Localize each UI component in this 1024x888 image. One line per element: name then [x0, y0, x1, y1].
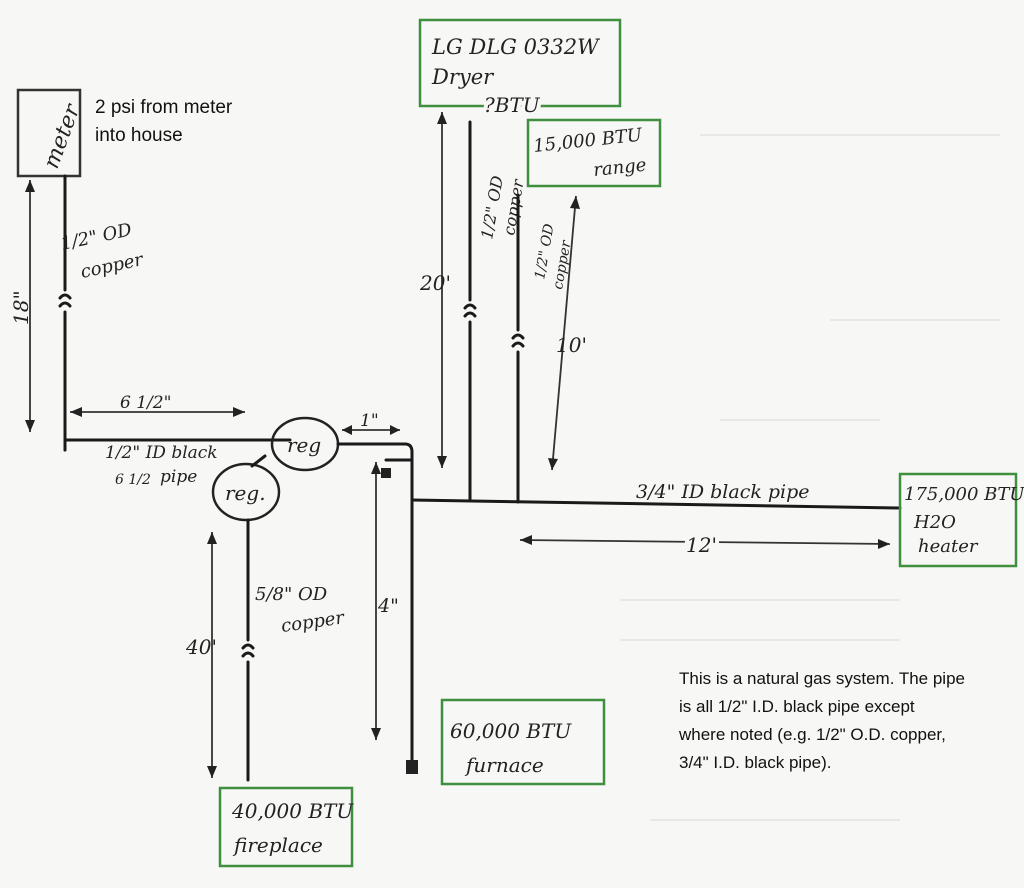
arrow-head [437, 112, 447, 124]
dryer-run-length: 20' [419, 271, 451, 295]
range-run-dimension [551, 195, 577, 471]
note-line1: This is a natural gas system. The pipe [679, 669, 965, 688]
system-note: This is a natural gas system. The pipe i… [678, 669, 965, 772]
arrow-head [390, 425, 400, 435]
arrow-head [70, 407, 82, 417]
furnace-line1: 60,000 BTU [450, 719, 572, 743]
furnace-box [440, 698, 606, 786]
note-line4: 3/4" I.D. black pipe). [679, 753, 832, 772]
water-heater-line3: heater [918, 536, 979, 557]
regulator-outlet-pipe [336, 442, 414, 762]
black-pipe-label-line2: pipe [160, 467, 197, 487]
meter-pipe-label-line1: 1/2" OD [59, 219, 135, 255]
arrow-head [548, 458, 558, 470]
fireplace-pipe-label-line1: 5/8" OD [255, 584, 328, 605]
water-heater-line1: 175,000 BTU [904, 484, 1024, 505]
range-box [526, 118, 662, 188]
furnace-line2: furnace [464, 753, 544, 777]
black-pipe-length: 6 1/2" [120, 393, 171, 413]
dryer-line1: LG DLG 0332W [431, 35, 601, 59]
meter-run-length: 18" [9, 290, 33, 325]
main-three-quarter-pipe [410, 498, 902, 510]
arrow-head [207, 532, 217, 544]
arrow-head [878, 539, 890, 549]
dryer-btu: ?BTU [484, 93, 541, 117]
meter-pipe-label-line2: copper [79, 249, 147, 283]
water-heater-run-dimension [519, 539, 891, 545]
meter-box [16, 88, 82, 178]
arrow-head [570, 196, 580, 209]
meter-note-line2: into house [95, 125, 183, 146]
water-heater-group: 175,000 BTU H2O heater [898, 472, 1024, 568]
black-pipe-length-faint: 6 1/2 [115, 472, 151, 488]
arrow-head [342, 425, 352, 435]
range-line2: range [592, 155, 647, 181]
water-heater-line2: H2O [913, 512, 956, 533]
fireplace-pipe-label-line2: copper [280, 607, 347, 637]
black-pipe-label-line1: 1/2" ID black [105, 443, 218, 463]
fireplace-group: 40,000 BTU fireplace [218, 786, 354, 868]
dryer-line2: Dryer [431, 65, 495, 89]
water-heater-box [898, 472, 1018, 568]
dryer-group: LG DLG 0332W Dryer ?BTU [418, 18, 622, 121]
dryer-copper-pipe [463, 120, 477, 502]
arrow-head [25, 180, 35, 192]
half-inch-black-pipe [63, 438, 292, 452]
arrow-head [520, 535, 532, 545]
dryer-box [418, 18, 622, 108]
furnace-drop-cap [406, 760, 418, 774]
arrow-head [371, 462, 381, 474]
regulator-2-label: reg. [225, 481, 266, 505]
arrow-head [233, 407, 245, 417]
arrow-head [371, 728, 381, 740]
fireplace-copper-pipe [241, 518, 255, 782]
meter-note-line1: 2 psi from meter [95, 97, 233, 118]
note-line3: where noted (e.g. 1/2" O.D. copper, [678, 725, 946, 744]
range-line1: 15,000 BTU [532, 125, 644, 157]
meter-copper-pipe [58, 174, 72, 452]
background-bleedthrough [620, 134, 1000, 821]
junction-fitting [381, 468, 391, 478]
main-line-label: 3/4" ID black pipe [636, 481, 810, 503]
arrow-head [207, 766, 217, 778]
meter-group: meter 2 psi from meter into house [16, 88, 233, 178]
reg-gap-length: 1" [360, 411, 379, 431]
fireplace-run-length: 40' [185, 635, 217, 659]
furnace-run-length: 4" [377, 595, 399, 617]
water-heater-run-length: 12' [686, 533, 717, 557]
regulator-connector [250, 454, 267, 468]
range-group: 15,000 BTU range [526, 118, 662, 188]
regulator-1-label: reg [287, 433, 321, 457]
arrow-head [25, 420, 35, 432]
range-run-length: 10' [556, 333, 587, 357]
range-copper-pipe [511, 193, 525, 504]
fireplace-box [218, 786, 354, 868]
fireplace-line2: fireplace [232, 833, 323, 857]
fireplace-line1: 40,000 BTU [231, 799, 354, 823]
regulator-2 [211, 462, 281, 522]
arrow-head [437, 456, 447, 468]
note-line2: is all 1/2" I.D. black pipe except [679, 697, 915, 716]
furnace-group: 60,000 BTU furnace [440, 698, 606, 786]
